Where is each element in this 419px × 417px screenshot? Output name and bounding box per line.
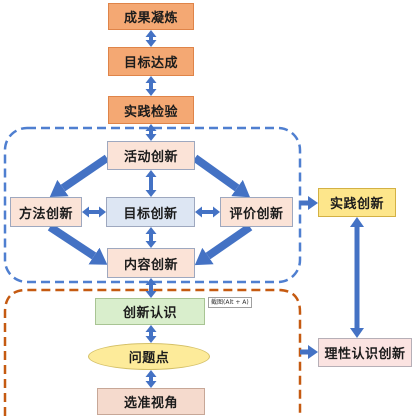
node-problem-point: 问题点 — [88, 343, 210, 370]
arrow-method-to-content — [47, 223, 108, 265]
node-goal-achieved: 目标达成 — [108, 47, 194, 76]
screenshot-tooltip: 截图(Alt + A) — [208, 297, 252, 308]
node-result-refinement: 成果凝炼 — [108, 3, 194, 30]
node-activity-innovation: 活动创新 — [107, 141, 195, 170]
node-innovation-cognition: 创新认识 — [95, 298, 205, 325]
arrow-activity-to-method — [49, 154, 110, 198]
node-choose-perspective: 选准视角 — [97, 388, 205, 415]
arrow-evaluation-to-content — [194, 223, 253, 266]
node-practice-innovation: 实践创新 — [318, 188, 396, 217]
node-method-innovation: 方法创新 — [10, 197, 82, 227]
cognition-group-frame — [3, 288, 302, 416]
node-practice-test: 实践检验 — [108, 96, 194, 124]
node-rational-cognition-innovation: 理性认识创新 — [318, 338, 412, 367]
node-content-innovation: 内容创新 — [107, 248, 195, 278]
node-goal-innovation: 目标创新 — [106, 197, 195, 227]
node-evaluation-innovation: 评价创新 — [220, 197, 293, 227]
arrow-activity-to-evaluation — [192, 154, 251, 198]
